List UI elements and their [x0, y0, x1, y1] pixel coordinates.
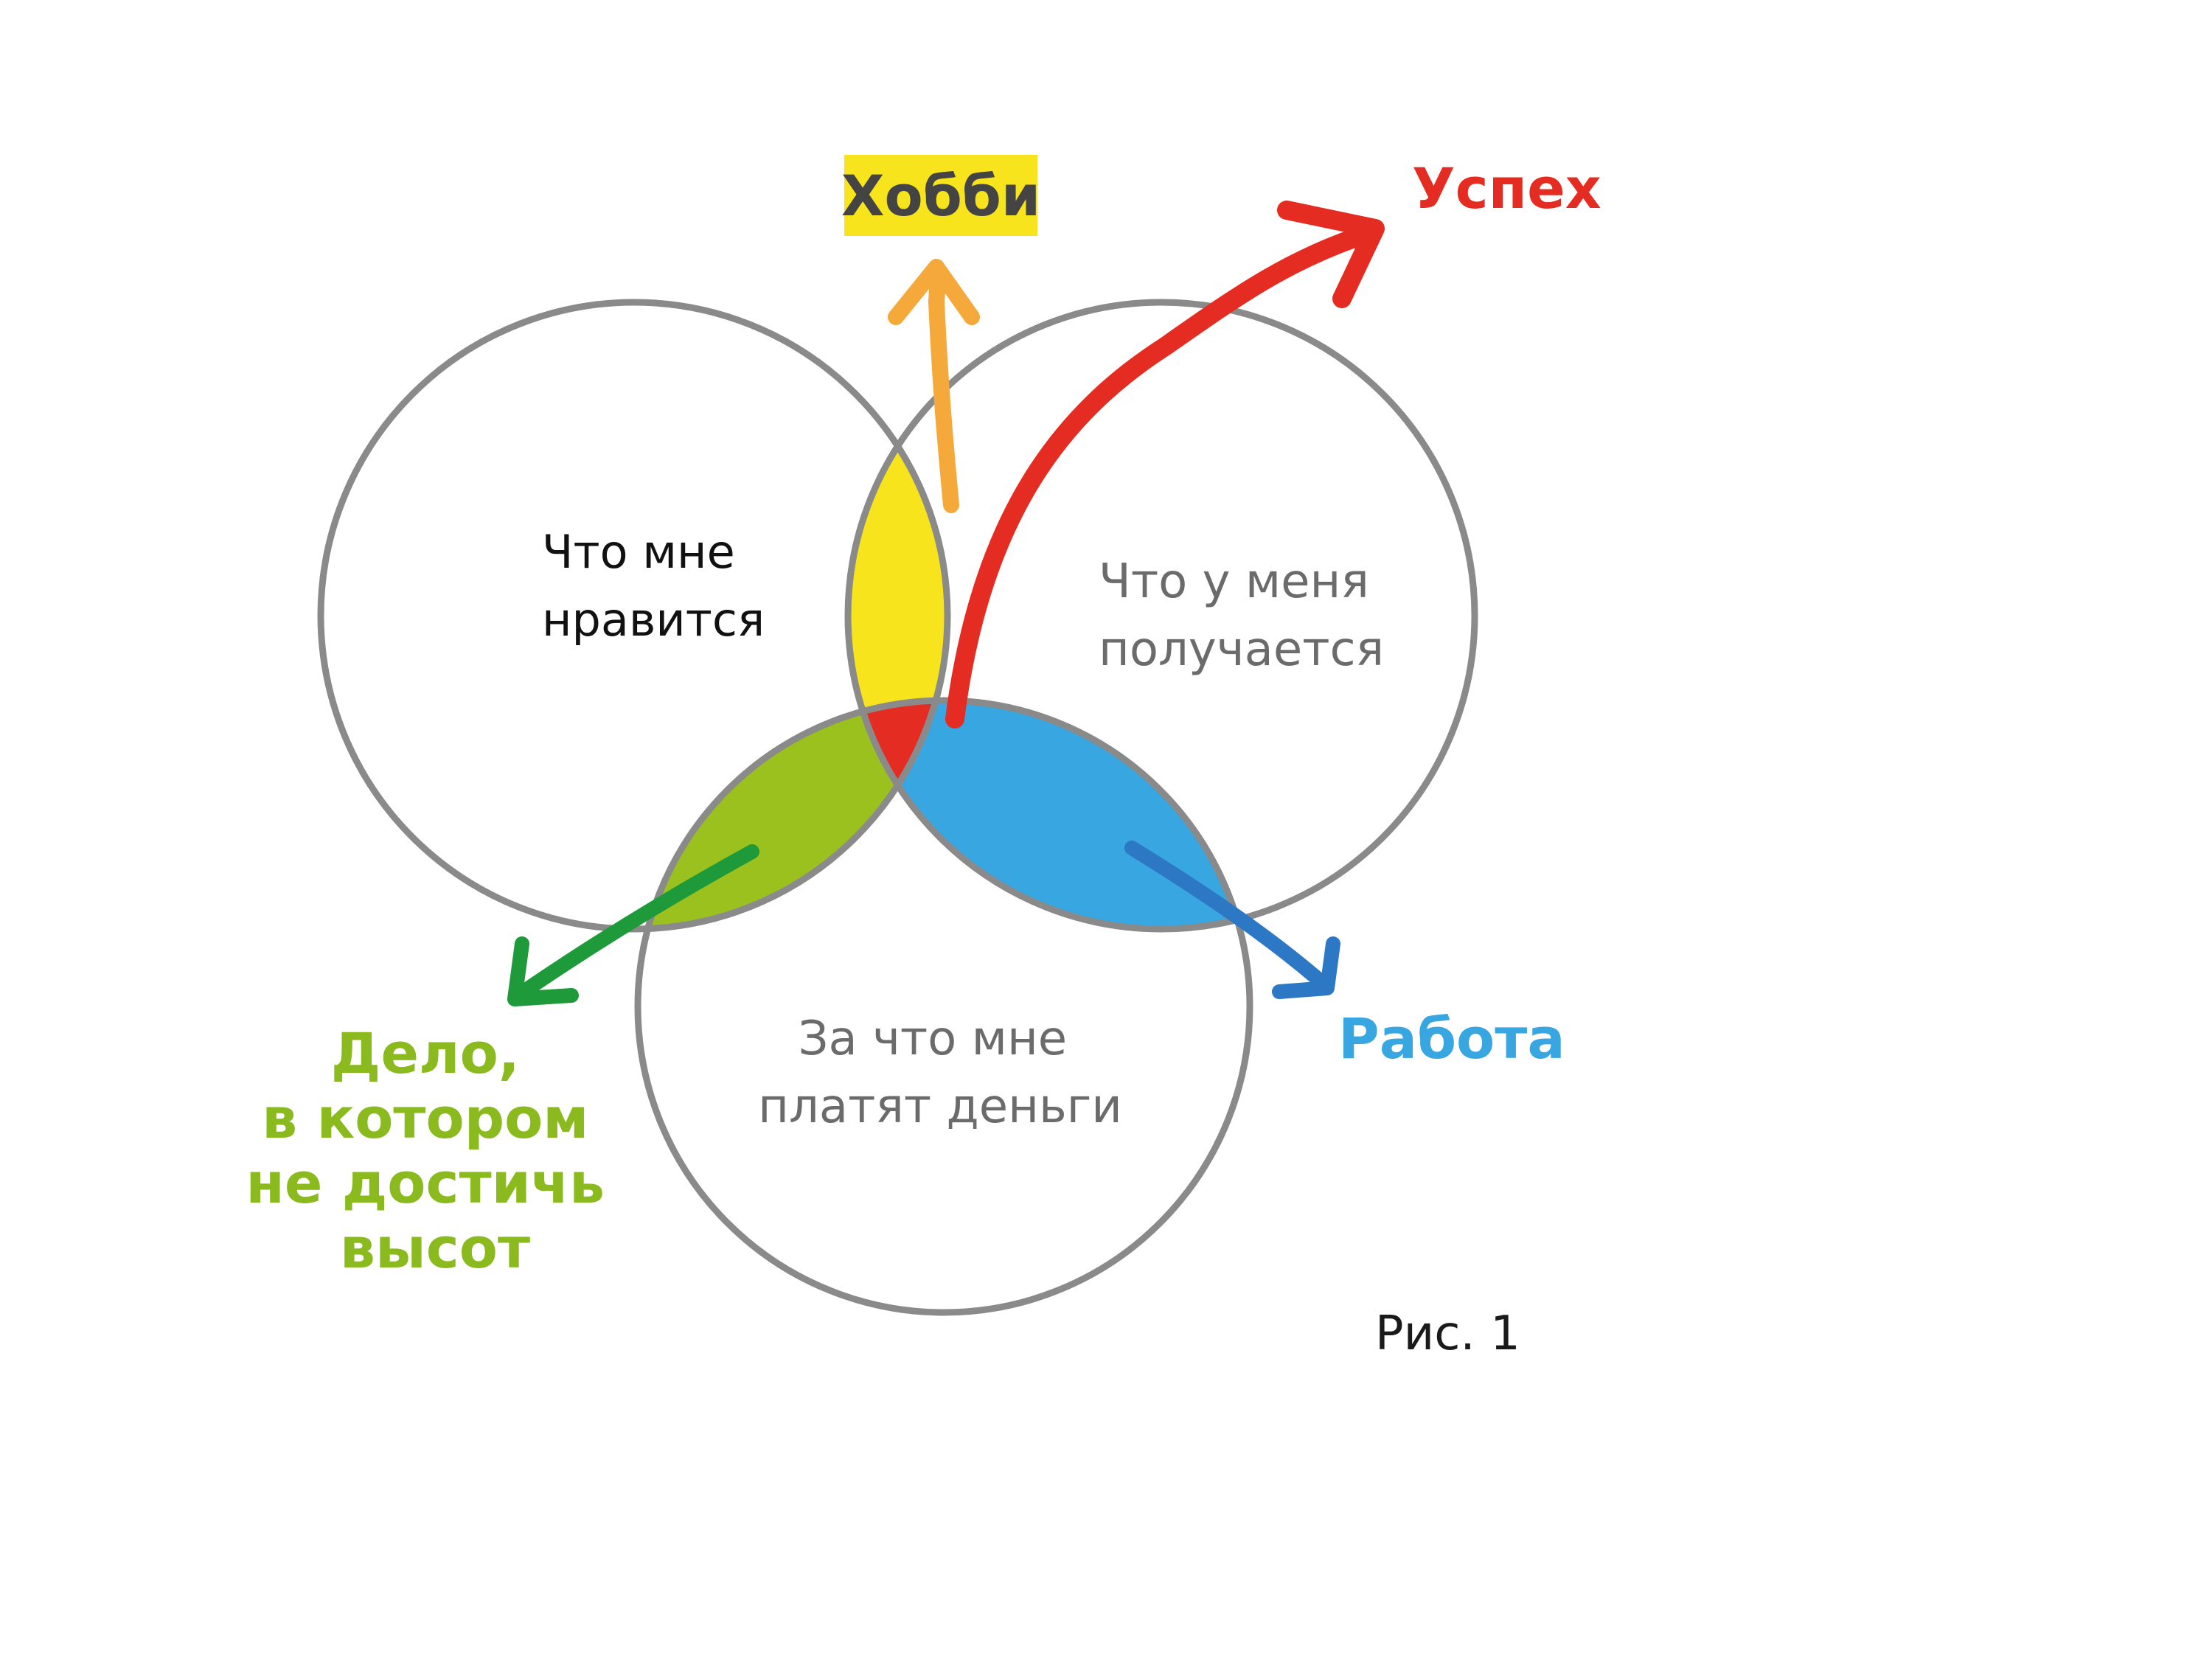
circle-paid-for — [634, 697, 1253, 1316]
dead-end-label: Дело, в котором не достичь высот — [246, 1020, 624, 1281]
work-label: Работа — [1338, 1006, 1565, 1071]
region-good-at-paid — [848, 700, 1250, 929]
good-at-label: Что у меня получается — [1099, 554, 1384, 677]
circle-good-at — [844, 299, 1478, 933]
work-arrow — [1124, 841, 1340, 999]
dead-end-label-line-4: высот — [340, 1215, 530, 1281]
good-at-label-line-2: получается — [1099, 622, 1384, 677]
success-arrow — [945, 201, 1385, 728]
likes-label-line-2: нравится — [542, 593, 765, 647]
paid-for-label: За что мне платят деньги — [758, 1012, 1122, 1134]
good-at-label-line-1: Что у меня — [1099, 554, 1369, 609]
paid-for-label-line-1: За что мне — [798, 1012, 1067, 1066]
hobby-label-highlight — [844, 155, 1037, 236]
likes-label-line-1: Что мне — [542, 525, 735, 579]
dead-end-label-line-3: не достичь — [246, 1150, 605, 1216]
dead-end-label-line-2: в котором — [262, 1085, 588, 1151]
likes-label: Что мне нравится — [542, 525, 765, 647]
dead-end-label-line-1: Дело, — [331, 1020, 520, 1086]
dead-end-arrow — [507, 844, 759, 1006]
paid-for-label-line-2: платят деньги — [758, 1079, 1122, 1134]
hobby-arrow — [888, 259, 980, 513]
circle-likes — [317, 299, 951, 933]
figure-caption: Рис. 1 — [1375, 1307, 1520, 1361]
success-label: Успех — [1412, 156, 1601, 221]
region-likes-paid — [638, 700, 947, 929]
hobby-label: Хобби — [841, 163, 1040, 229]
